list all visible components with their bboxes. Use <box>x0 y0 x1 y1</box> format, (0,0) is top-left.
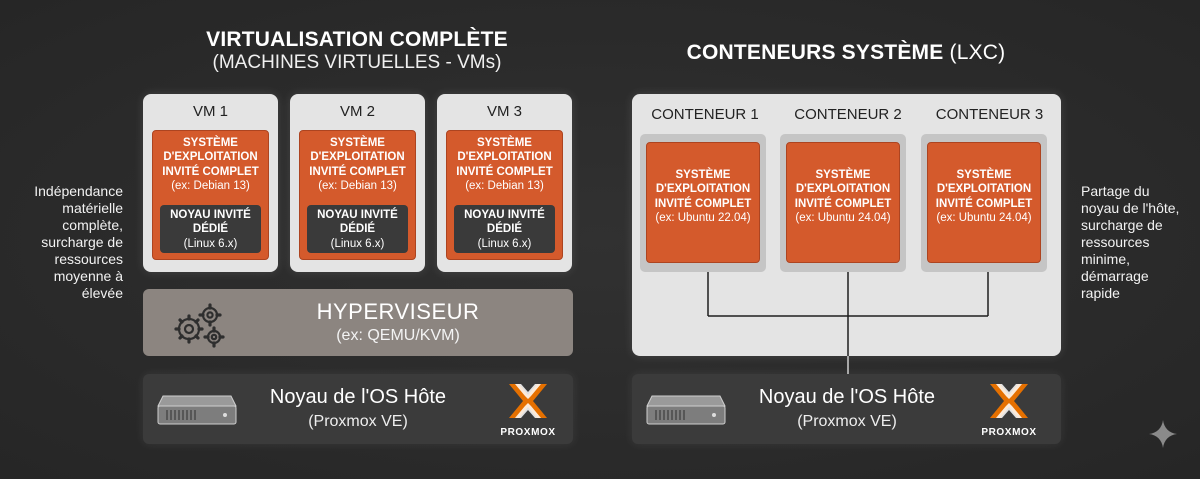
hypervisor-box: HYPERVISEUR (ex: QEMU/KVM) <box>143 289 573 356</box>
host-kernel-box-left: Noyau de l'OS Hôte (Proxmox VE) PROXMOX <box>143 374 573 444</box>
guest-os-title: SYSTÈME D'EXPLOITATION INVITÉ COMPLET <box>309 137 406 178</box>
right-title-bold: CONTENEURS SYSTÈME <box>686 41 944 64</box>
left-title-block: VIRTUALISATION COMPLÈTE (MACHINES VIRTUE… <box>150 27 564 75</box>
right-title-light: (LXC) <box>949 41 1006 64</box>
right-title: CONTENEURS SYSTÈME (LXC) <box>640 40 1052 65</box>
right-side-note: Partage du noyau de l'hôte, surcharge de… <box>1081 183 1180 302</box>
proxmox-x-icon <box>990 384 1028 418</box>
vm-label: VM 2 <box>339 103 375 120</box>
server-icon <box>646 395 726 425</box>
left-subtitle: (MACHINES VIRTUELLES - VMs) <box>212 52 502 74</box>
container-os-title: SYSTÈME D'EXPLOITATION INVITÉ COMPLET <box>654 169 752 210</box>
vm-label: VM 3 <box>486 103 522 120</box>
guest-kernel-title: NOYAU INVITÉ DÉDIÉ <box>170 209 251 236</box>
vm-card-2: VM 2 SYSTÈME D'EXPLOITATION INVITÉ COMPL… <box>290 94 425 272</box>
guest-os-example: (ex: Debian 13) <box>465 180 544 193</box>
host-kernel-title: Noyau de l'OS Hôte <box>758 386 936 408</box>
container-card-3: SYSTÈME D'EXPLOITATION INVITÉ COMPLET (e… <box>921 134 1047 272</box>
container-os-box: SYSTÈME D'EXPLOITATION INVITÉ COMPLET (e… <box>927 142 1041 263</box>
container-os-example: (ex: Ubuntu 24.04) <box>936 212 1032 225</box>
guest-kernel-version: (Linux 6.x) <box>477 237 532 250</box>
proxmox-x-icon <box>509 384 547 418</box>
container-os-example: (ex: Ubuntu 22.04) <box>655 212 751 225</box>
left-title: VIRTUALISATION COMPLÈTE <box>206 28 508 51</box>
guest-kernel-version: (Linux 6.x) <box>183 237 238 250</box>
left-side-note: Indépendance matérielle complète, surcha… <box>34 183 123 302</box>
gears-icon <box>174 303 225 348</box>
vm-label: VM 1 <box>192 103 228 120</box>
kernel-connector-lines <box>707 272 989 356</box>
guest-kernel-version: (Linux 6.x) <box>330 237 385 250</box>
proxmox-logo-text: PROXMOX <box>981 427 1037 438</box>
guest-kernel-box: NOYAU INVITÉ DÉDIÉ (Linux 6.x) <box>160 205 261 253</box>
guest-os-example: (ex: Debian 13) <box>171 180 250 193</box>
host-kernel-subtitle: (Proxmox VE) <box>308 413 408 430</box>
container-os-title: SYSTÈME D'EXPLOITATION INVITÉ COMPLET <box>794 169 892 210</box>
hypervisor-subtitle: (ex: QEMU/KVM) <box>336 327 460 344</box>
guest-os-box: SYSTÈME D'EXPLOITATION INVITÉ COMPLET (e… <box>152 130 269 260</box>
guest-kernel-box: NOYAU INVITÉ DÉDIÉ (Linux 6.x) <box>454 205 555 253</box>
guest-kernel-title: NOYAU INVITÉ DÉDIÉ <box>464 209 545 236</box>
container-label: CONTENEUR 1 <box>651 106 759 123</box>
container-label: CONTENEUR 3 <box>935 106 1044 123</box>
guest-kernel-title: NOYAU INVITÉ DÉDIÉ <box>317 209 398 236</box>
vm-card-3: VM 3 SYSTÈME D'EXPLOITATION INVITÉ COMPL… <box>437 94 572 272</box>
host-kernel-subtitle: (Proxmox VE) <box>797 413 897 430</box>
server-icon <box>157 395 237 425</box>
hypervisor-title: HYPERVISEUR <box>316 299 480 324</box>
guest-os-example: (ex: Debian 13) <box>318 180 397 193</box>
lxc-container-area: CONTENEUR 1 CONTENEUR 2 CONTENEUR 3 SYST… <box>632 94 1061 356</box>
container-card-2: SYSTÈME D'EXPLOITATION INVITÉ COMPLET (e… <box>780 134 906 272</box>
container-os-box: SYSTÈME D'EXPLOITATION INVITÉ COMPLET (e… <box>786 142 900 263</box>
right-title-block: CONTENEURS SYSTÈME (LXC) <box>640 40 1052 65</box>
proxmox-logo-text: PROXMOX <box>500 427 556 438</box>
host-connector-line <box>847 356 849 374</box>
guest-os-title: SYSTÈME D'EXPLOITATION INVITÉ COMPLET <box>162 137 259 178</box>
host-kernel-box-right: Noyau de l'OS Hôte (Proxmox VE) PROXMOX <box>632 374 1061 444</box>
proxmox-logo: PROXMOX <box>495 382 561 438</box>
container-label: CONTENEUR 2 <box>794 106 902 123</box>
container-os-title: SYSTÈME D'EXPLOITATION INVITÉ COMPLET <box>935 169 1033 210</box>
proxmox-logo: PROXMOX <box>976 382 1042 438</box>
guest-os-title: SYSTÈME D'EXPLOITATION INVITÉ COMPLET <box>456 137 553 178</box>
guest-kernel-box: NOYAU INVITÉ DÉDIÉ (Linux 6.x) <box>307 205 408 253</box>
container-os-example: (ex: Ubuntu 24.04) <box>795 212 891 225</box>
guest-os-box: SYSTÈME D'EXPLOITATION INVITÉ COMPLET (e… <box>446 130 563 260</box>
vm-card-1: VM 1 SYSTÈME D'EXPLOITATION INVITÉ COMPL… <box>143 94 278 272</box>
sparkle-icon <box>1149 420 1177 448</box>
guest-os-box: SYSTÈME D'EXPLOITATION INVITÉ COMPLET (e… <box>299 130 416 260</box>
container-card-1: SYSTÈME D'EXPLOITATION INVITÉ COMPLET (e… <box>640 134 766 272</box>
container-os-box: SYSTÈME D'EXPLOITATION INVITÉ COMPLET (e… <box>646 142 760 263</box>
host-kernel-title: Noyau de l'OS Hôte <box>269 386 447 408</box>
